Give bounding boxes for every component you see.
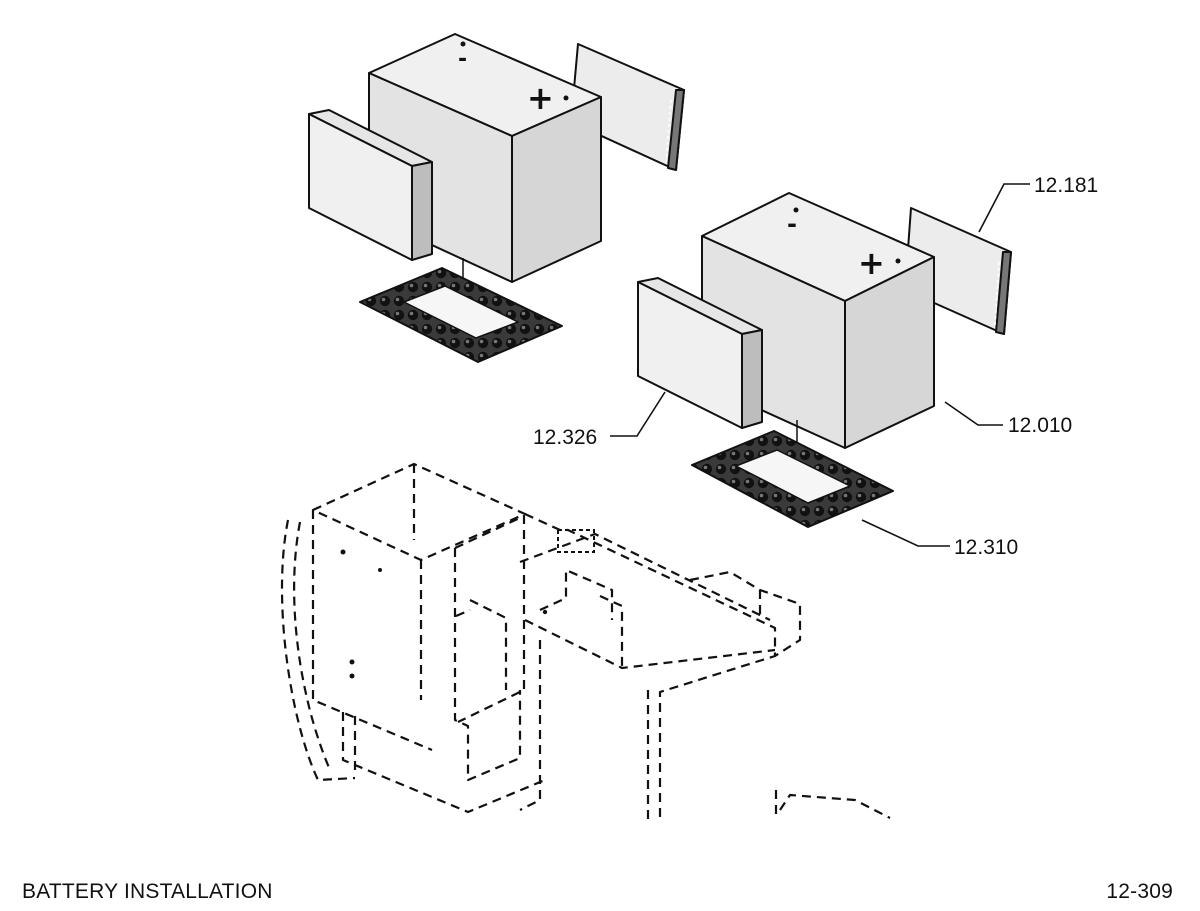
negative-terminal-mark-lower: - — [787, 210, 797, 238]
callout-leaders — [610, 183, 1030, 547]
battery-assembly-lower: - + — [637, 192, 1012, 528]
battery-assembly-upper: - + — [308, 33, 685, 363]
positive-terminal-mark-upper: + — [527, 79, 554, 117]
page-number: 12-309 — [1106, 880, 1173, 903]
callout-12-010: 12.010 — [1008, 414, 1072, 437]
leader-12-310 — [861, 519, 950, 547]
callout-12-326: 12.326 — [533, 426, 597, 449]
battery-tray-mat-upper — [359, 267, 563, 363]
callout-12-310: 12.310 — [954, 536, 1018, 559]
battery-wall-plate-front-upper — [308, 109, 433, 261]
chassis-details — [340, 529, 595, 679]
negative-terminal-mark-upper: - — [458, 47, 467, 72]
battery-upper: - + — [368, 33, 602, 283]
page-title: BATTERY INSTALLATION — [22, 880, 273, 903]
callout-12-181: 12.181 — [1034, 174, 1098, 197]
leader-12-181 — [978, 183, 1030, 233]
battery-wall-plate-rear-lower — [904, 207, 1012, 335]
battery-tray-mat-lower — [691, 430, 894, 528]
leader-12-326 — [610, 391, 666, 437]
battery-wall-plate-front-lower — [637, 277, 763, 429]
leader-12-010 — [944, 401, 1003, 426]
positive-terminal-mark-lower: + — [858, 244, 885, 282]
